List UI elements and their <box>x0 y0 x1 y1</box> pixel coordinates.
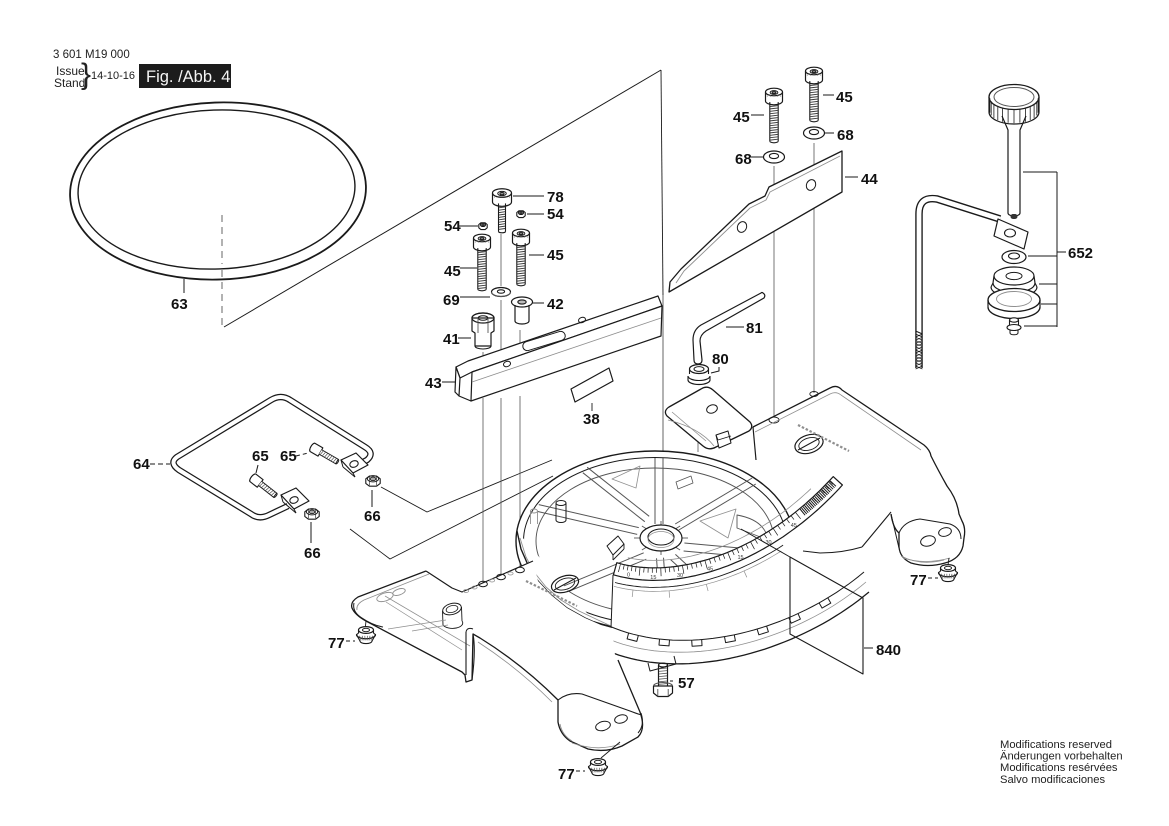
svg-text:78: 78 <box>547 189 564 206</box>
svg-text:0: 0 <box>627 573 630 579</box>
svg-text:Stand: Stand <box>54 76 85 90</box>
svg-text:Salvo modificaciones: Salvo modificaciones <box>1000 774 1105 786</box>
svg-text:15: 15 <box>650 575 656 581</box>
svg-text:81: 81 <box>746 320 763 337</box>
svg-text:64: 64 <box>133 456 150 473</box>
svg-text:30: 30 <box>766 540 772 546</box>
svg-text:30: 30 <box>677 573 683 579</box>
svg-text:54: 54 <box>547 206 564 223</box>
svg-text:43: 43 <box>425 375 442 392</box>
svg-text:77: 77 <box>558 766 575 783</box>
svg-text:69: 69 <box>443 292 460 309</box>
svg-text:15: 15 <box>738 555 744 561</box>
svg-text:42: 42 <box>547 296 564 313</box>
svg-text:Fig. /Abb. 4: Fig. /Abb. 4 <box>146 68 230 86</box>
svg-text:652: 652 <box>1068 245 1093 262</box>
svg-text:80: 80 <box>712 351 729 368</box>
svg-text:Issue: Issue <box>56 64 85 78</box>
svg-text:54: 54 <box>444 218 461 235</box>
svg-text:44: 44 <box>861 171 878 188</box>
svg-text:Änderungen vorbehalten: Änderungen vorbehalten <box>1000 751 1123 763</box>
svg-text:66: 66 <box>304 545 321 562</box>
svg-text:45: 45 <box>836 89 853 106</box>
svg-text:45: 45 <box>707 566 713 572</box>
svg-text:65: 65 <box>252 448 269 465</box>
svg-text:65: 65 <box>280 448 297 465</box>
svg-text:Modifications reserved: Modifications reserved <box>1000 739 1112 751</box>
svg-text:68: 68 <box>837 127 854 144</box>
svg-text:Modifications resérvées: Modifications resérvées <box>1000 762 1118 774</box>
svg-text:41: 41 <box>443 331 460 348</box>
svg-text:77: 77 <box>328 635 345 652</box>
svg-text:45: 45 <box>444 263 461 280</box>
svg-text:68: 68 <box>735 151 752 168</box>
svg-text:14-10-16: 14-10-16 <box>91 70 135 82</box>
svg-text:66: 66 <box>364 508 381 525</box>
svg-text:840: 840 <box>876 642 901 659</box>
svg-text:63: 63 <box>171 296 188 313</box>
svg-text:45: 45 <box>547 247 564 264</box>
svg-text:}: } <box>81 58 91 91</box>
svg-text:77: 77 <box>910 572 927 589</box>
svg-text:3 601 M19 000: 3 601 M19 000 <box>53 49 130 61</box>
svg-text:57: 57 <box>678 675 695 692</box>
svg-text:45: 45 <box>791 523 797 529</box>
svg-text:38: 38 <box>583 411 600 428</box>
svg-text:45: 45 <box>733 109 750 126</box>
